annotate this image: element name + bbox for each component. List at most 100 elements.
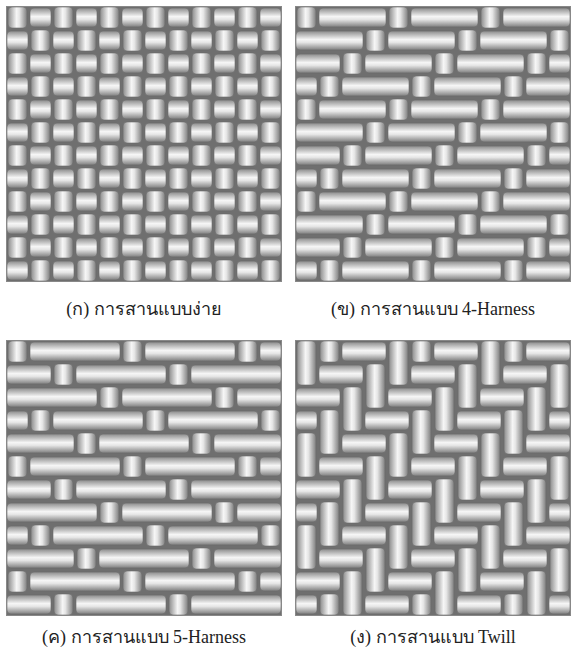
weft-yarn xyxy=(319,192,386,211)
weft-yarn xyxy=(7,77,28,96)
warp-yarn xyxy=(550,548,569,592)
weft-yarn xyxy=(76,192,97,211)
warp-yarn xyxy=(54,364,73,385)
warp-yarn xyxy=(54,237,73,258)
warp-yarn xyxy=(146,410,165,431)
warp-yarn xyxy=(366,456,385,500)
weft-yarn xyxy=(237,388,281,407)
warp-yarn xyxy=(435,237,454,258)
weft-yarn xyxy=(296,54,340,73)
weft-yarn xyxy=(549,238,570,257)
weft-yarn xyxy=(480,480,524,499)
warp-yarn xyxy=(192,145,211,166)
weft-yarn xyxy=(296,572,340,591)
weft-yarn xyxy=(191,169,212,188)
warp-yarn xyxy=(412,502,431,546)
weft-yarn xyxy=(457,238,524,257)
warp-yarn xyxy=(261,525,280,546)
warp-yarn xyxy=(238,99,257,120)
weft-yarn xyxy=(145,457,235,476)
warp-yarn xyxy=(261,122,280,143)
weft-yarn xyxy=(434,342,478,361)
weft-yarn xyxy=(296,169,317,188)
warp-yarn xyxy=(366,122,385,143)
warp-yarn xyxy=(412,594,431,615)
warp-yarn xyxy=(77,433,96,454)
warp-yarn xyxy=(343,53,362,74)
weft-yarn xyxy=(7,595,51,614)
warp-yarn xyxy=(146,53,165,74)
warp-yarn xyxy=(550,30,569,51)
weft-yarn xyxy=(260,342,281,361)
warp-yarn xyxy=(238,571,257,592)
warp-yarn xyxy=(123,456,142,477)
weft-yarn xyxy=(549,411,570,430)
weft-yarn xyxy=(191,31,212,50)
warp-yarn xyxy=(8,341,27,362)
warp-yarn xyxy=(481,7,500,28)
warp-yarn xyxy=(261,30,280,51)
warp-yarn xyxy=(100,7,119,28)
weft-yarn xyxy=(237,123,258,142)
warp-yarn xyxy=(123,76,142,97)
warp-yarn xyxy=(504,341,523,362)
weft-yarn xyxy=(191,595,281,614)
weft-yarn xyxy=(7,411,28,430)
weft-yarn xyxy=(168,238,189,257)
weft-yarn xyxy=(145,123,166,142)
weft-yarn xyxy=(145,77,166,96)
warp-yarn xyxy=(100,237,119,258)
weft-yarn xyxy=(53,31,74,50)
warp-yarn xyxy=(412,168,431,189)
weft-yarn xyxy=(296,261,317,280)
warp-yarn xyxy=(31,168,50,189)
weft-yarn xyxy=(168,54,189,73)
warp-yarn xyxy=(343,387,362,431)
weft-yarn xyxy=(237,31,258,50)
weft-yarn xyxy=(99,123,120,142)
warp-yarn xyxy=(100,53,119,74)
weft-yarn xyxy=(480,31,547,50)
weft-yarn xyxy=(214,434,281,453)
weft-yarn xyxy=(319,100,386,119)
weft-yarn xyxy=(503,100,570,119)
weft-yarn xyxy=(296,31,363,50)
weft-yarn xyxy=(296,480,340,499)
weft-yarn xyxy=(122,146,143,165)
weft-yarn xyxy=(76,595,166,614)
warp-yarn xyxy=(320,76,339,97)
warp-yarn xyxy=(192,53,211,74)
warp-yarn xyxy=(504,260,523,281)
warp-yarn xyxy=(192,548,211,569)
warp-yarn xyxy=(343,145,362,166)
weft-yarn xyxy=(342,434,386,453)
weft-yarn xyxy=(191,261,212,280)
weft-yarn xyxy=(549,503,570,522)
weft-yarn xyxy=(260,8,281,27)
weft-yarn xyxy=(214,8,235,27)
warp-yarn xyxy=(54,7,73,28)
warp-yarn xyxy=(261,76,280,97)
warp-yarn xyxy=(215,30,234,51)
weft-yarn xyxy=(296,388,340,407)
warp-yarn xyxy=(389,7,408,28)
weft-yarn xyxy=(30,342,120,361)
weft-yarn xyxy=(411,365,455,384)
warp-yarn xyxy=(100,502,119,523)
weft-yarn xyxy=(342,342,386,361)
warp-yarn xyxy=(481,191,500,212)
warp-yarn xyxy=(435,145,454,166)
weft-yarn xyxy=(526,526,570,545)
warp-yarn xyxy=(504,168,523,189)
weft-yarn xyxy=(30,146,51,165)
weft-yarn xyxy=(7,503,97,522)
weft-yarn xyxy=(296,123,363,142)
panel-border xyxy=(7,7,282,282)
weft-yarn xyxy=(365,411,409,430)
warp-yarn xyxy=(54,191,73,212)
warp-yarn xyxy=(123,571,142,592)
warp-yarn xyxy=(320,502,339,546)
warp-yarn xyxy=(504,502,523,546)
warp-yarn xyxy=(238,145,257,166)
weft-yarn xyxy=(30,8,51,27)
